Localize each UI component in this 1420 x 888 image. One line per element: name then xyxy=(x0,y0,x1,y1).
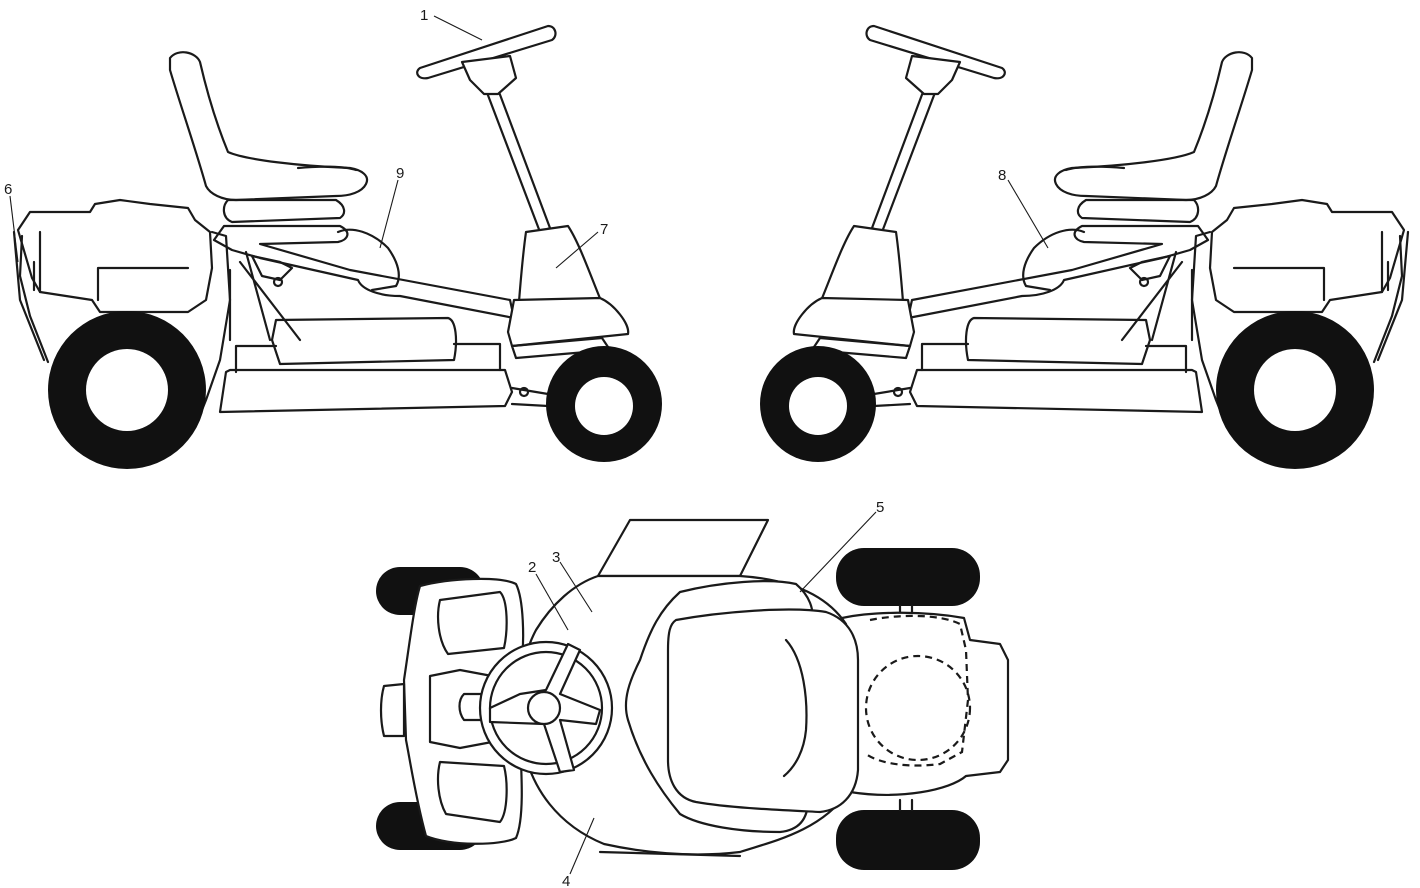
leader-lines xyxy=(9,15,1049,875)
steering-wheel-right xyxy=(865,24,1006,80)
callout-9: 9 xyxy=(396,165,404,182)
seat-right xyxy=(1053,51,1254,202)
top-rear-tire-lower xyxy=(836,810,980,870)
rear-hub-left xyxy=(86,349,168,431)
callout-5: 5 xyxy=(876,499,884,516)
top-rear-tire-upper xyxy=(836,548,980,606)
mower-right-side-view xyxy=(760,24,1410,469)
front-cowl-right xyxy=(792,296,916,348)
callout-7: 7 xyxy=(600,221,608,238)
callout-8: 8 xyxy=(998,167,1006,184)
rear-hub-right xyxy=(1254,349,1336,431)
mower-top-view xyxy=(376,518,1010,870)
steering-column-right xyxy=(870,82,938,234)
callout-2: 2 xyxy=(528,559,536,576)
seat-left xyxy=(168,51,369,202)
steering-wheel-left xyxy=(416,24,557,80)
engine-top xyxy=(840,611,1010,796)
engine-housing-left xyxy=(16,198,214,314)
deck-left xyxy=(218,368,514,414)
callout-3: 3 xyxy=(552,549,560,566)
front-cowl-left xyxy=(506,296,630,348)
deck-right xyxy=(908,368,1204,414)
callout-4: 4 xyxy=(562,873,570,888)
front-hub-left xyxy=(575,377,633,435)
callout-1: 1 xyxy=(420,7,428,24)
callout-labels: 1 6 9 7 8 2 3 5 4 xyxy=(4,7,1006,888)
hood-top xyxy=(596,518,770,578)
engine-housing-right xyxy=(1208,198,1406,314)
steering-column-left xyxy=(484,82,552,234)
mower-left-side-view xyxy=(12,24,662,469)
callout-6: 6 xyxy=(4,181,12,198)
front-hub-right xyxy=(789,377,847,435)
